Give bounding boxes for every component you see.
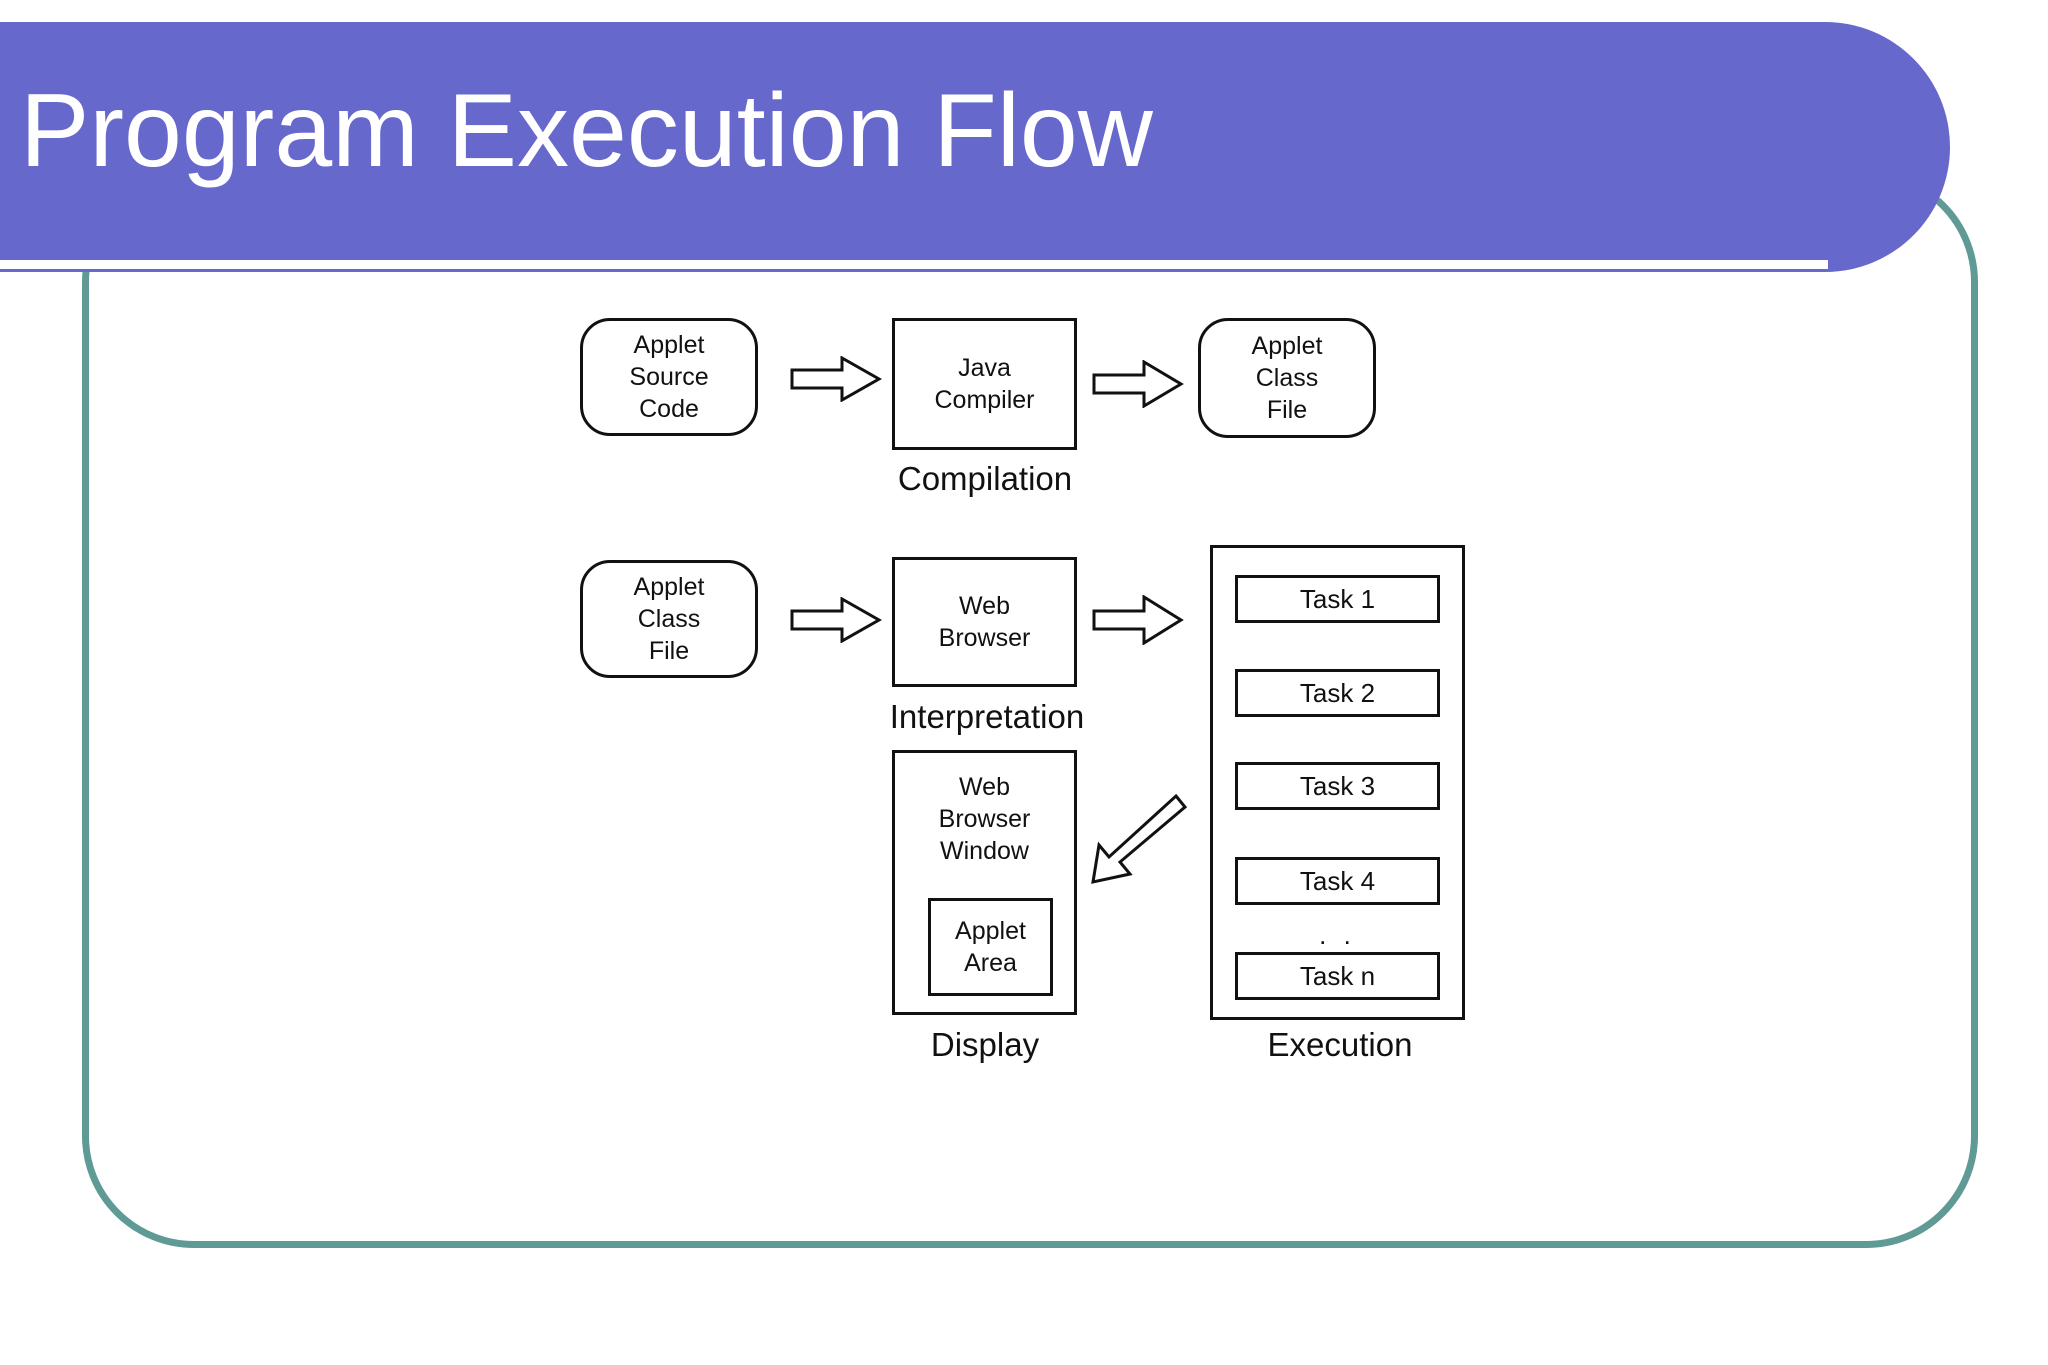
node-line: Class: [637, 605, 701, 633]
node-line: Applet: [633, 331, 705, 359]
node-applet-source-code: Applet Source Code: [580, 318, 758, 436]
block-arrow-right-icon-3: [790, 597, 882, 643]
task-box: Task 2: [1235, 669, 1440, 717]
caption-compilation: Compilation: [897, 460, 1073, 497]
caption-interpretation: Interpretation: [889, 698, 1085, 735]
node-line: Browser: [938, 805, 1031, 833]
task-box: Task n: [1235, 952, 1440, 1000]
node-line: Browser: [938, 624, 1031, 652]
block-arrow-right-icon-2: [1092, 360, 1184, 408]
node-line: Class: [1255, 364, 1319, 392]
node-line: Window: [940, 837, 1029, 865]
block-arrow-down-left-icon: [1091, 793, 1188, 884]
node-web-browser: Web Browser: [892, 557, 1077, 687]
node-line: Applet: [633, 573, 705, 601]
node-line: File: [648, 637, 690, 665]
caption-execution: Execution: [1267, 1026, 1413, 1063]
node-line: Area: [964, 949, 1017, 977]
task-box: Task 3: [1235, 762, 1440, 810]
node-applet-class-file-output: Applet Class File: [1198, 318, 1376, 438]
execution-container-frame: [1210, 545, 1465, 1020]
node-line: Web: [959, 592, 1010, 620]
task-box: Task 4: [1235, 857, 1440, 905]
node-line: File: [1266, 396, 1308, 424]
title-underline-rule: [0, 260, 1828, 269]
program-execution-flow-diagram: Applet Source Code Java Compiler Applet …: [580, 300, 1480, 1063]
node-java-compiler: Java Compiler: [892, 318, 1077, 450]
node-line: Applet: [955, 917, 1026, 945]
block-arrow-right-icon-4: [1092, 595, 1184, 645]
task-list-ellipsis: . .: [1319, 920, 1356, 950]
node-line: Source: [629, 363, 709, 391]
node-applet-class-file-input: Applet Class File: [580, 560, 758, 678]
page-title: Program Execution Flow: [20, 73, 1153, 189]
title-banner: Program Execution Flow: [0, 22, 1950, 272]
node-line: Java: [958, 354, 1011, 382]
node-line: Code: [639, 395, 699, 423]
caption-display: Display: [930, 1026, 1040, 1063]
node-line: Web: [959, 773, 1010, 801]
task-box: Task 1: [1235, 575, 1440, 623]
node-applet-area: Applet Area: [928, 898, 1053, 996]
node-line: Applet: [1251, 332, 1323, 360]
block-arrow-right-icon-1: [790, 356, 882, 402]
node-line: Compiler: [934, 386, 1035, 414]
